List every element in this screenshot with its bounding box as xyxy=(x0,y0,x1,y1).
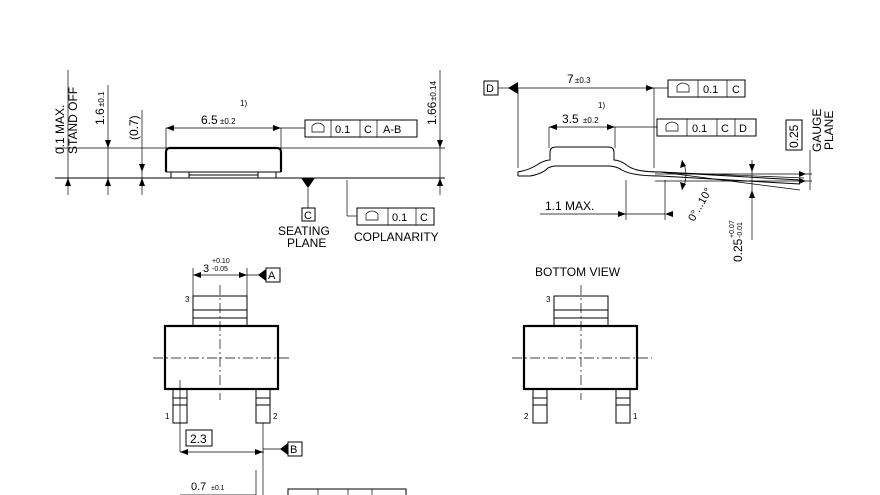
pitch-value: 2.3 xyxy=(190,432,207,446)
end-body-width-tol: ±0.2 xyxy=(583,116,599,125)
seating-plane-1: SEATING xyxy=(278,224,330,238)
lead-thk-tol-minus: -0.01 xyxy=(737,222,744,238)
total-height-tol: ±0.14 xyxy=(429,80,438,101)
end-fcf2-datum-1: C xyxy=(721,123,729,135)
end-fcf-2: 0.1 C D xyxy=(656,118,757,137)
end-note-ref: 1) xyxy=(598,101,605,110)
tab-width-tol-minus: -0.05 xyxy=(212,266,228,273)
lead-width-main: 0.7 xyxy=(191,481,206,493)
gauge-label-2: PLANE xyxy=(822,111,836,150)
angle-label: 0°...10° xyxy=(686,186,715,223)
bottom-view: BOTTOM VIEW 3 2 1 xyxy=(512,265,652,424)
datum-d-label: D xyxy=(486,83,494,95)
standoff-label: 0.1 MAX. xyxy=(53,105,67,154)
side-fcf: 0.1 C A-B xyxy=(304,119,418,138)
bottom-pin-2: 2 xyxy=(524,412,529,421)
side-view: 0.1 MAX. STAND OFF 1.6 ±0.1 (0.7) 1) 6.5… xyxy=(53,70,445,250)
end-fcf1-datum: C xyxy=(732,84,740,96)
body-length-main: 6.5 xyxy=(201,113,218,127)
top-pin-3: 3 xyxy=(185,295,190,304)
end-fcf2-value: 0.1 xyxy=(692,123,707,135)
body-length-tol: ±0.2 xyxy=(220,117,236,126)
total-height-main: 1.66 xyxy=(425,101,439,125)
side-note-ref: 1) xyxy=(240,99,247,108)
height-tol: ±0.1 xyxy=(97,91,106,107)
end-fcf2-datum-2: D xyxy=(739,123,747,135)
coplanarity-value: 0.1 xyxy=(392,212,407,224)
bottom-pin-1: 1 xyxy=(633,412,638,421)
side-fcf-value: 0.1 xyxy=(335,124,350,136)
top-view: 3 +0.10 -0.05 A 3 1 2 xyxy=(153,258,407,495)
top-pin-1: 1 xyxy=(165,412,170,421)
foot-length: 1.1 MAX. xyxy=(545,199,594,213)
standoff-title: STAND OFF xyxy=(66,87,80,154)
lead-thk-tol-plus: +0.07 xyxy=(729,220,736,238)
tab-width-main: 3 xyxy=(203,263,209,275)
datum-b-label: B xyxy=(290,444,297,456)
lead-height: (0.7) xyxy=(127,115,141,140)
coplanarity-label: COPLANARITY xyxy=(354,230,439,244)
end-fcf-1: 0.1 C xyxy=(667,79,746,98)
end-body-width-main: 3.5 xyxy=(562,112,579,126)
end-view: D 7 ±0.3 0.1 C 1) 3.5 ±0.2 xyxy=(483,72,836,262)
gauge-label-1: GAUGE xyxy=(810,109,824,152)
top-pin-2: 2 xyxy=(273,412,278,421)
end-width-tol: ±0.3 xyxy=(575,76,591,85)
side-fcf-datum-1: C xyxy=(364,124,372,136)
bottom-pin-3: 3 xyxy=(546,295,551,304)
end-width-main: 7 xyxy=(567,72,574,86)
seating-plane-2: PLANE xyxy=(287,236,326,250)
height-main: 1.6 xyxy=(93,108,107,125)
side-fcf-datum-2: A-B xyxy=(383,124,401,136)
datum-a-label: A xyxy=(268,270,276,282)
coplanarity-datum: C xyxy=(420,212,428,224)
lead-thk-main: 0.25 xyxy=(731,238,745,262)
tab-width-tol-plus: +0.10 xyxy=(212,258,230,265)
bottom-view-title: BOTTOM VIEW xyxy=(535,265,621,279)
lead-width-tol: ±0.1 xyxy=(211,485,225,492)
datum-c-label: C xyxy=(304,210,312,222)
gauge-value: 0.25 xyxy=(787,124,801,148)
end-fcf1-value: 0.1 xyxy=(703,84,718,96)
